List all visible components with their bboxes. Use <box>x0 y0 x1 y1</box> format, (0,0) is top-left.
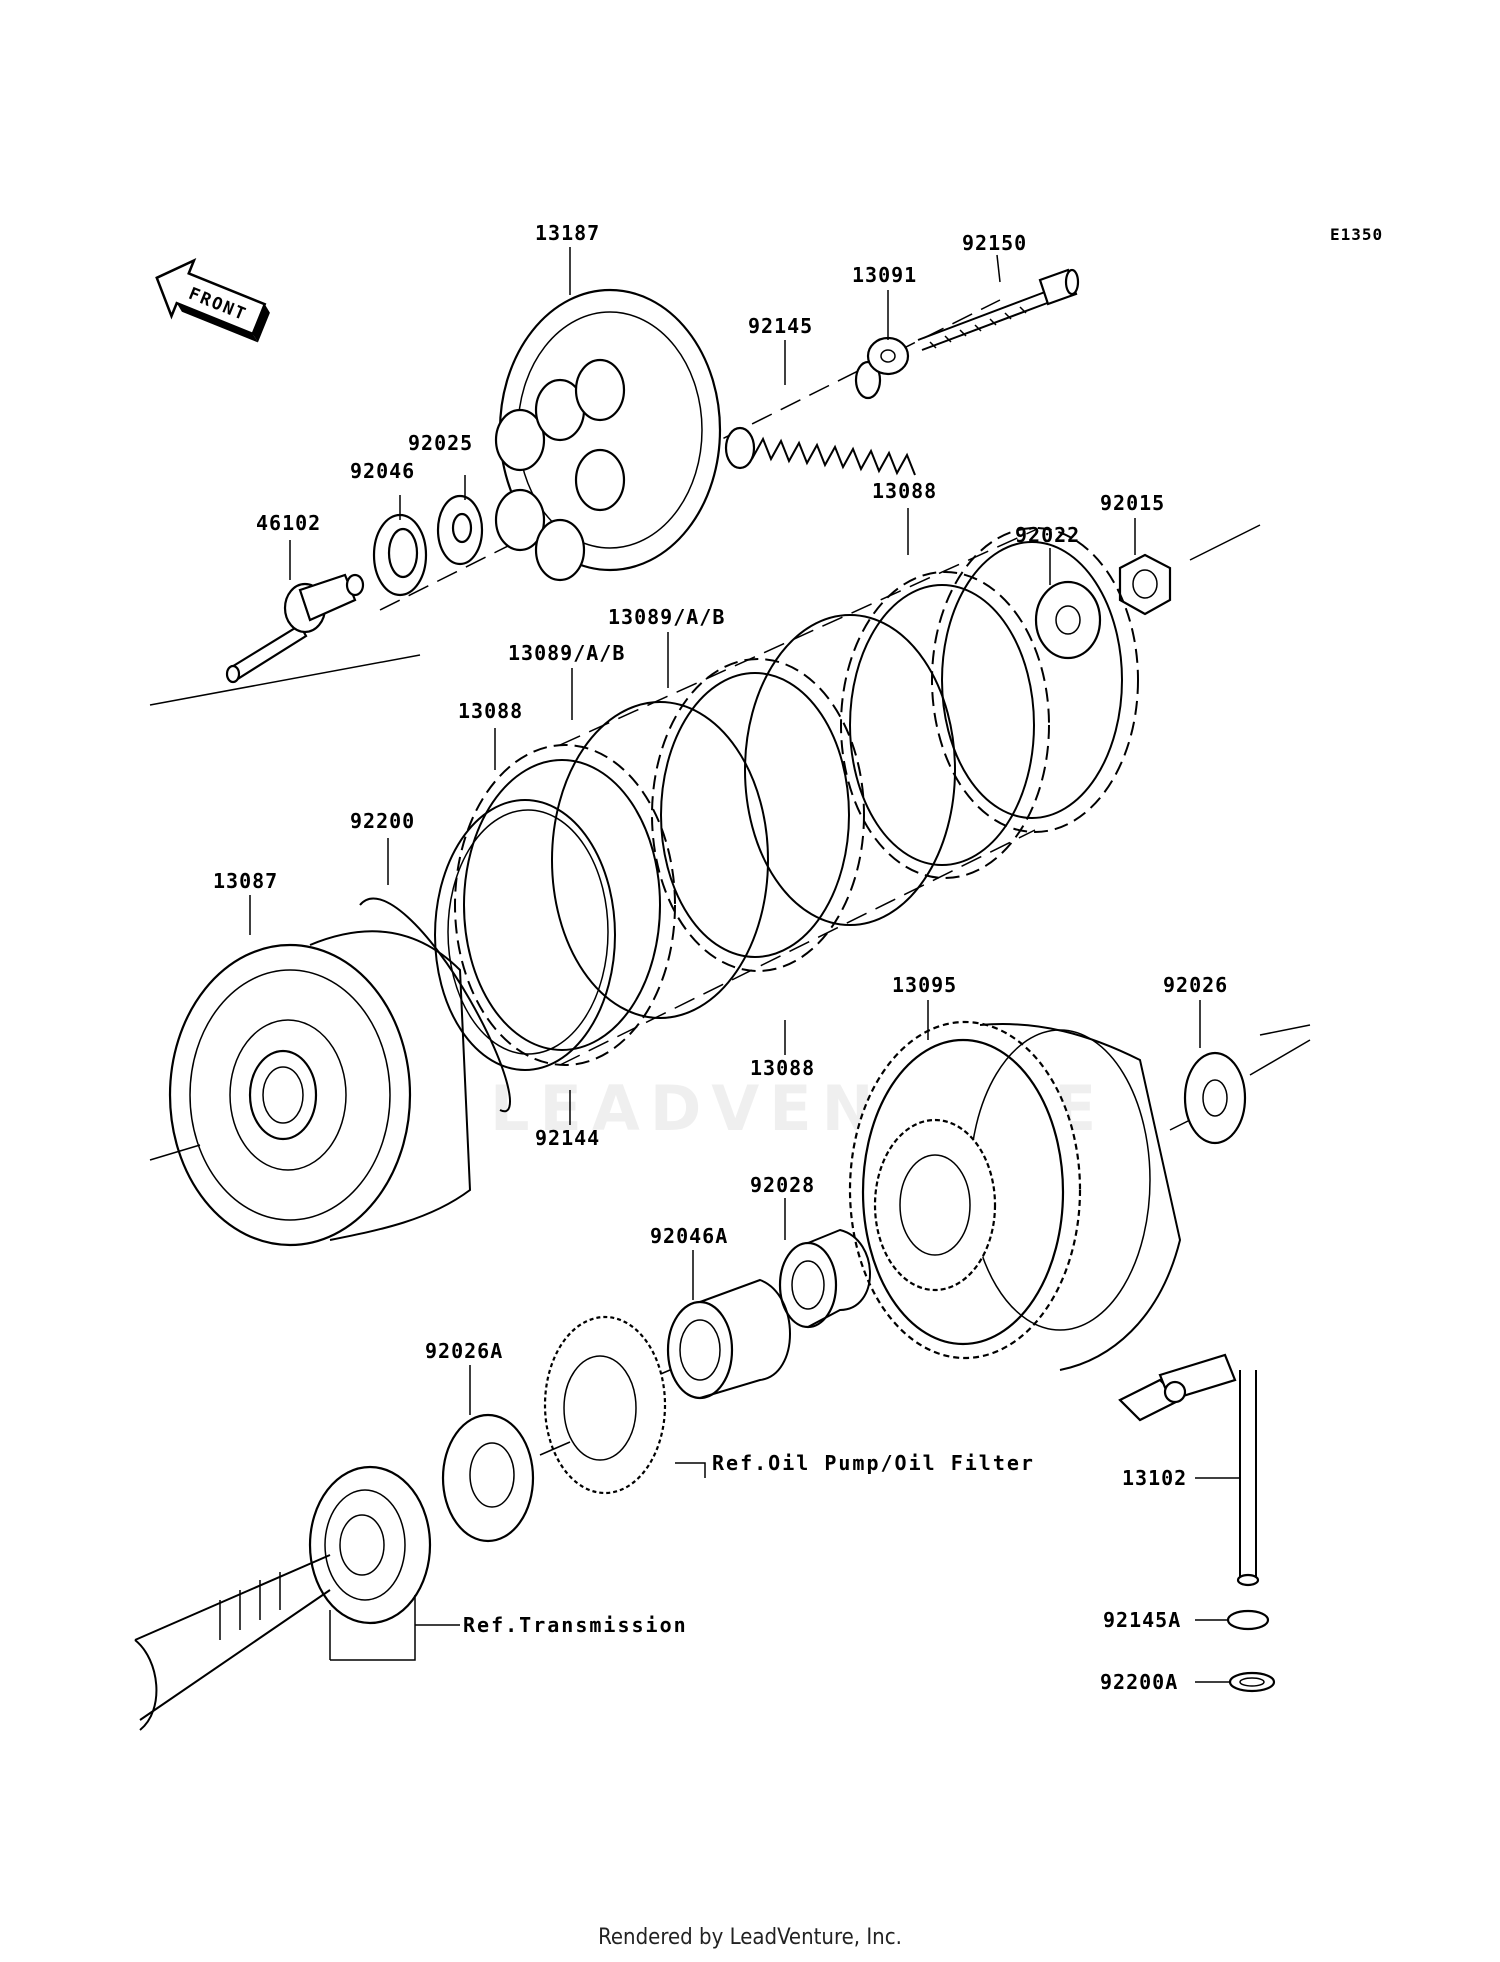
washer-92022 <box>1034 580 1102 660</box>
label-92150: 92150 <box>962 231 1027 255</box>
label-13187: 13187 <box>535 221 600 245</box>
sleeve-92028 <box>778 1228 871 1329</box>
label-46102: 46102 <box>256 511 321 535</box>
clutch-spring-92145 <box>724 360 916 476</box>
label-92028: 92028 <box>750 1173 815 1197</box>
pressure-plate-13187 <box>494 288 722 582</box>
release-shaft-13102 <box>1118 1353 1276 1693</box>
primary-gear <box>543 1315 667 1495</box>
spring-seat-13091 <box>866 336 910 376</box>
thrust-bearing-92046 <box>372 513 428 597</box>
label-92145A: 92145A <box>1103 1608 1181 1632</box>
circlip-92200 <box>359 897 511 1113</box>
label-13102: 13102 <box>1122 1466 1187 1490</box>
label-13091: 13091 <box>852 263 917 287</box>
label-13089-upper: 13089/A/B <box>608 605 725 629</box>
ref-oil-pump: Ref.Oil Pump/Oil Filter <box>712 1451 1035 1475</box>
label-13088-left: 13088 <box>458 699 523 723</box>
nut-92015 <box>1118 553 1172 616</box>
label-92026A: 92026A <box>425 1339 503 1363</box>
washer-92026 <box>1183 1024 1311 1145</box>
label-92026: 92026 <box>1163 973 1228 997</box>
washer-92025 <box>436 494 484 566</box>
ball-bearing <box>308 1465 432 1625</box>
label-92200: 92200 <box>350 809 415 833</box>
washer-92026A <box>441 1413 571 1543</box>
front-arrow-icon: FRONT <box>155 258 270 343</box>
label-92025: 92025 <box>408 431 473 455</box>
label-92200A: 92200A <box>1100 1670 1178 1694</box>
label-13088-top: 13088 <box>872 479 937 503</box>
clutch-housing-13095 <box>848 1020 1211 1371</box>
push-rod-46102 <box>225 573 365 684</box>
clutch-plate-stack <box>454 527 1139 1066</box>
label-92145: 92145 <box>748 314 813 338</box>
ref-transmission: Ref.Transmission <box>463 1613 688 1637</box>
label-92046A: 92046A <box>650 1224 728 1248</box>
label-92144: 92144 <box>535 1126 600 1150</box>
bolt-92150 <box>917 268 1080 351</box>
transmission-shaft <box>134 1554 331 1731</box>
damper-spring-92144 <box>434 799 616 1071</box>
diagram-code: E1350 <box>1330 225 1383 244</box>
label-92022: 92022 <box>1015 523 1080 547</box>
label-13089-lower: 13089/A/B <box>508 641 625 665</box>
label-13095: 13095 <box>892 973 957 997</box>
clutch-hub-13087 <box>149 930 472 1247</box>
credit-text: Rendered by LeadVenture, Inc. <box>598 1925 902 1950</box>
label-92046: 92046 <box>350 459 415 483</box>
label-13087: 13087 <box>213 869 278 893</box>
label-92015: 92015 <box>1100 491 1165 515</box>
leader-lines <box>249 247 1240 1683</box>
label-13088-bottom: 13088 <box>750 1056 815 1080</box>
